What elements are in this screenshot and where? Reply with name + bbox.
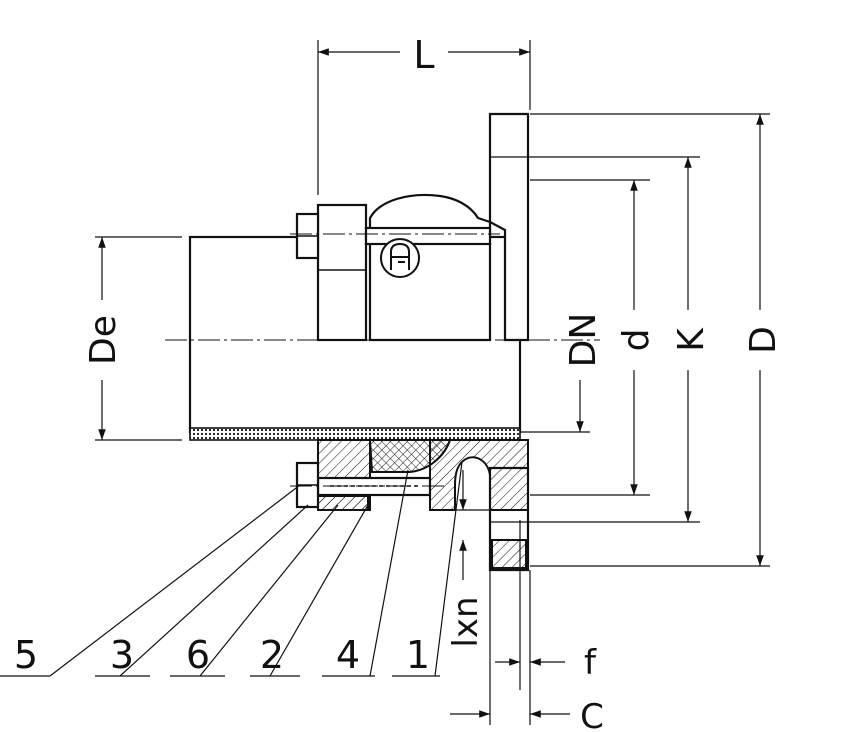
dim-label-C: C [580, 697, 604, 732]
part-label-4: 4 [336, 633, 360, 677]
seal-section [368, 439, 452, 473]
dim-label-K: K [671, 327, 712, 352]
part-label-3: 3 [110, 633, 134, 677]
dim-label-d: d [616, 329, 657, 352]
part-label-5: 5 [14, 633, 38, 677]
dim-label-lxn: lxn [446, 596, 486, 647]
part-label-6: 6 [186, 633, 210, 677]
bolt-shaft [364, 226, 492, 246]
pipe-wall [189, 427, 521, 441]
dim-label-D: D [743, 326, 784, 354]
dim-label-L: L [413, 33, 434, 77]
washer-section [317, 495, 369, 511]
logo-icon [380, 238, 420, 278]
adaptor-body-section [429, 439, 529, 511]
part-label-2: 2 [260, 633, 284, 677]
dim-label-De: De [83, 315, 124, 365]
part-label-1: 1 [406, 633, 430, 677]
dim-label-DN: DN [563, 313, 604, 368]
dim-label-f: f [584, 643, 597, 683]
flange-lower-hatch [491, 539, 527, 569]
gland-ring [316, 203, 368, 342]
